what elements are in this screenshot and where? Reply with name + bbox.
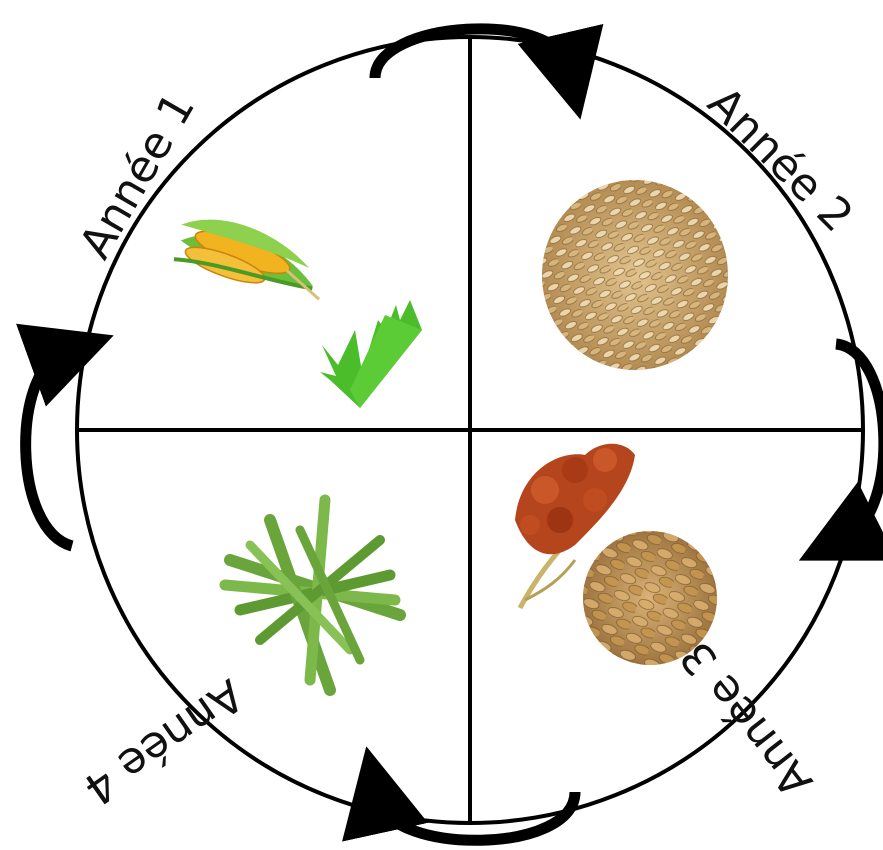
seed-pile-icon bbox=[542, 180, 728, 370]
year-label-4: Année 4 bbox=[74, 669, 252, 815]
cycle-arrow-icon bbox=[26, 354, 72, 546]
peanut-pile-icon bbox=[583, 531, 717, 665]
millet-bundle-icon bbox=[225, 500, 400, 690]
corn-icon bbox=[169, 205, 334, 311]
year-label-3: Année 3 bbox=[670, 632, 822, 807]
year-label-2: Année 2 bbox=[698, 77, 863, 242]
grass-icon bbox=[320, 300, 422, 408]
